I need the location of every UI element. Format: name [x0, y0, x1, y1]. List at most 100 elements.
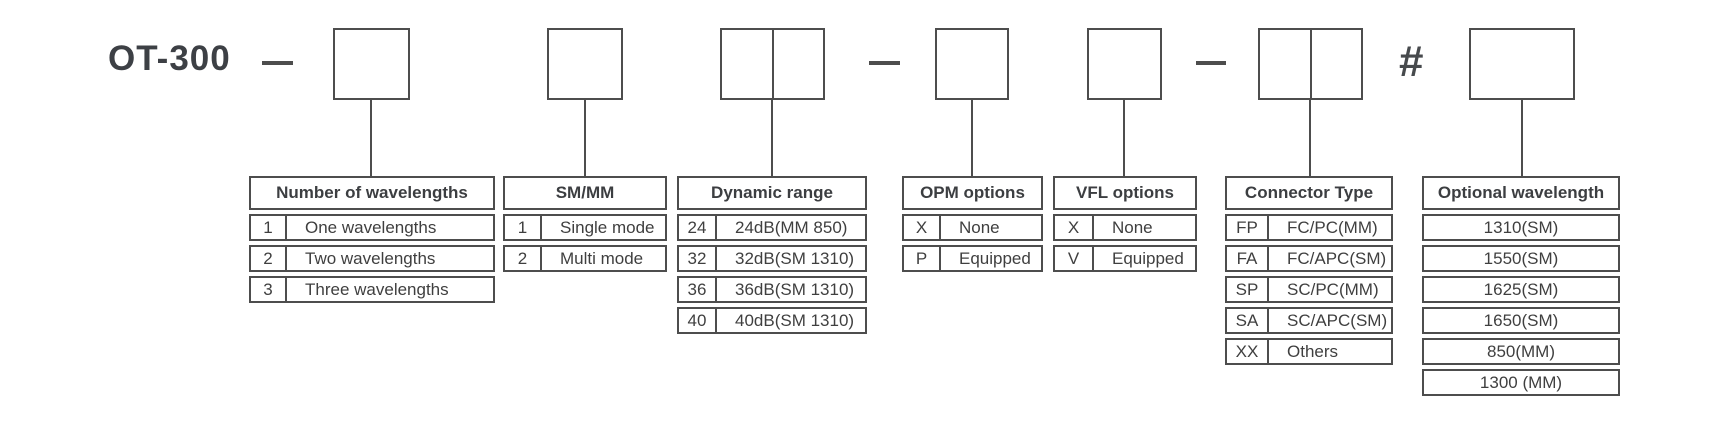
table-row: 1300 (MM) [1422, 369, 1620, 396]
table-row: X None [902, 214, 1043, 241]
row-code: P [904, 247, 941, 270]
table-row: 1 Single mode [503, 214, 667, 241]
row-label: SC/APC(SM) [1287, 310, 1388, 330]
table-header: Dynamic range [677, 176, 867, 210]
table-row: 36 36dB(SM 1310) [677, 276, 867, 303]
table-row: 1550(SM) [1422, 245, 1620, 272]
row-code: X [1055, 216, 1094, 239]
opm-code-box [935, 28, 1009, 100]
table-row: 850(MM) [1422, 338, 1620, 365]
row-label: 1310(SM) [1483, 217, 1559, 237]
row-code: V [1055, 247, 1094, 270]
row-label: Two wavelengths [305, 248, 436, 268]
table-vfl-options: VFL options X None V Equipped [1053, 176, 1197, 276]
model-name: OT-300 [108, 39, 231, 78]
row-label: 1300 (MM) [1479, 372, 1563, 392]
table-row: 1650(SM) [1422, 307, 1620, 334]
row-label: 850(MM) [1486, 341, 1555, 361]
table-number-of-wavelengths: Number of wavelengths 1 One wavelengths … [249, 176, 495, 307]
hash-symbol: # [1399, 37, 1424, 86]
table-row: 1310(SM) [1422, 214, 1620, 241]
row-code: 2 [251, 247, 287, 270]
row-label: One wavelengths [305, 217, 437, 237]
row-code: 1 [505, 216, 542, 239]
optional-wavelength-code-box [1469, 28, 1575, 100]
table-row: V Equipped [1053, 245, 1197, 272]
table-dynamic-range: Dynamic range 24 24dB(MM 850) 32 32dB(SM… [677, 176, 867, 338]
row-code: X [904, 216, 941, 239]
row-label: 1550(SM) [1483, 248, 1559, 268]
connector-line [1123, 100, 1125, 176]
table-row: X None [1053, 214, 1197, 241]
connector-line [1309, 100, 1311, 176]
row-label: Equipped [1112, 248, 1184, 268]
sm-mm-code-box [547, 28, 623, 100]
connector-line [1521, 100, 1523, 176]
table-header: Number of wavelengths [249, 176, 495, 210]
row-label: None [1112, 217, 1153, 237]
table-row: FP FC/PC(MM) [1225, 214, 1393, 241]
code-digit-cell [1309, 30, 1362, 98]
row-label: 36dB(SM 1310) [735, 279, 855, 299]
row-code: 3 [251, 278, 287, 301]
row-code: FA [1227, 247, 1269, 270]
wavelength-count-code-box [333, 28, 410, 100]
row-code: 2 [505, 247, 542, 270]
row-code: 36 [679, 278, 717, 301]
table-connector-type: Connector Type FP FC/PC(MM) FA FC/APC(SM… [1225, 176, 1393, 369]
row-code: 24 [679, 216, 717, 239]
row-label: Equipped [959, 248, 1031, 268]
row-code: SP [1227, 278, 1269, 301]
row-label: 40dB(SM 1310) [735, 310, 855, 330]
table-row: SP SC/PC(MM) [1225, 276, 1393, 303]
row-label: Others [1287, 341, 1339, 361]
row-label: 1650(SM) [1483, 310, 1559, 330]
connector-code-box [1258, 28, 1363, 100]
code-digit-cell [1260, 30, 1310, 98]
row-label: FC/APC(SM) [1287, 248, 1387, 268]
separator-dash-1 [262, 61, 293, 65]
table-row: 2 Two wavelengths [249, 245, 495, 272]
row-code: 32 [679, 247, 717, 270]
row-label: FC/PC(MM) [1287, 217, 1378, 237]
row-label: Single mode [560, 217, 655, 237]
separator-dash-2 [869, 61, 900, 65]
row-label: 1625(SM) [1483, 279, 1559, 299]
table-opm-options: OPM options X None P Equipped [902, 176, 1043, 276]
row-code: FP [1227, 216, 1269, 239]
table-row: 1625(SM) [1422, 276, 1620, 303]
table-row: 3 Three wavelengths [249, 276, 495, 303]
connector-line [370, 100, 372, 176]
connector-line [771, 100, 773, 176]
connector-line [971, 100, 973, 176]
row-code: XX [1227, 340, 1269, 363]
table-header: VFL options [1053, 176, 1197, 210]
table-row: 1 One wavelengths [249, 214, 495, 241]
separator-dash-3 [1196, 61, 1226, 65]
row-label: 24dB(MM 850) [735, 217, 848, 237]
table-header: OPM options [902, 176, 1043, 210]
row-code: 40 [679, 309, 717, 332]
table-row: SA SC/APC(SM) [1225, 307, 1393, 334]
vfl-code-box [1087, 28, 1162, 100]
table-row: P Equipped [902, 245, 1043, 272]
row-label: 32dB(SM 1310) [735, 248, 855, 268]
table-header: Optional wavelength [1422, 176, 1620, 210]
row-label: SC/PC(MM) [1287, 279, 1379, 299]
table-header: Connector Type [1225, 176, 1393, 210]
table-row: 2 Multi mode [503, 245, 667, 272]
row-label: Three wavelengths [305, 279, 449, 299]
table-header: SM/MM [503, 176, 667, 210]
row-code: 1 [251, 216, 287, 239]
connector-line [584, 100, 586, 176]
table-row: 40 40dB(SM 1310) [677, 307, 867, 334]
dynamic-range-code-box [720, 28, 825, 100]
table-optional-wavelength: Optional wavelength 1310(SM) 1550(SM) 16… [1422, 176, 1620, 400]
table-row: FA FC/APC(SM) [1225, 245, 1393, 272]
row-code: SA [1227, 309, 1269, 332]
row-label: None [959, 217, 1000, 237]
table-row: 32 32dB(SM 1310) [677, 245, 867, 272]
table-row: 24 24dB(MM 850) [677, 214, 867, 241]
row-label: Multi mode [560, 248, 644, 268]
